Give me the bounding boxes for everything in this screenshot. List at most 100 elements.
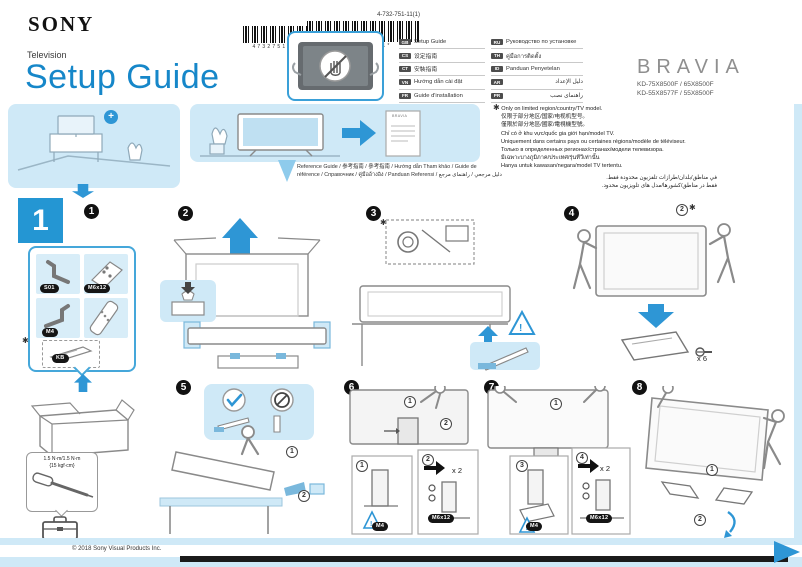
asterisk-icon: ✱ — [380, 218, 387, 227]
quantity-x6: x 6 — [697, 354, 708, 363]
circled-number-2: 2 — [422, 454, 434, 466]
torque-callout: 1.5 N·m/1.5 N·m {15 kgf·cm} — [26, 452, 98, 512]
remote-control-icon — [89, 300, 119, 336]
product-type-label: Television — [27, 50, 67, 60]
lang-label: คู่มือการติดตั้ง — [506, 53, 542, 60]
lang-code: GB — [399, 39, 411, 46]
torque-spec: 1.5 N·m/1.5 N·m {15 kgf·cm} — [27, 456, 97, 469]
part-tag-m4: M4 — [42, 328, 59, 337]
lang-label: Hướng dẫn cài đặt — [414, 79, 463, 86]
panel-tail — [278, 160, 296, 182]
footnote-line: มีเฉพาะบางภูมิภาค/ประเทศ/รุ่นทีวีเท่านั้… — [501, 155, 600, 162]
circled-number-3: 3 — [516, 460, 528, 472]
lang-label: Руководство по установке — [506, 39, 577, 46]
warning-mark: ! — [370, 521, 372, 528]
footnote-line-ar: في مناطق/بلدان/طرازات تلفزيون محدودة فقط… — [606, 174, 717, 181]
lang-code: ID — [491, 65, 503, 72]
step-badge-4: 4 — [564, 206, 579, 221]
lang-code: CT — [399, 65, 411, 72]
accessory-tile-remote — [84, 298, 128, 338]
circled-number-1: 1 — [706, 464, 718, 476]
screwdriver-icon — [32, 472, 94, 498]
accessory-tile-optional — [42, 340, 100, 368]
footer-rule — [180, 556, 788, 562]
lang-code: RU — [491, 39, 503, 46]
region-footnote: ✱ Only on limited region/country/TV mode… — [493, 103, 731, 190]
asterisk-icon: ✱ — [493, 103, 500, 112]
part-tag-m6x12: M6x12 — [586, 514, 613, 523]
circled-number-4: 4 — [576, 452, 588, 464]
lang-label: راهنمای نصب — [550, 92, 583, 99]
footnote-line: Chỉ có ở khu vực/quốc gia giới hạn/model… — [501, 130, 615, 137]
sony-logo: SONY — [28, 12, 95, 36]
footnote-line: Hanya untuk kawasan/negara/model TV tert… — [501, 163, 623, 170]
circled-number-2: 2 — [676, 204, 688, 216]
footnote-text: Only on limited region/country/TV model. — [501, 106, 603, 112]
copyright-text: © 2018 Sony Visual Products Inc. — [72, 546, 162, 552]
stand-leg-icon — [46, 260, 70, 284]
lang-label: Panduan Penyetelan — [506, 65, 560, 72]
step-badge-3: 3 — [366, 206, 381, 221]
accessories-callout — [28, 246, 136, 372]
part-tag-m6x12: M6x12 — [428, 514, 455, 523]
section-number-tile: 1 — [18, 198, 63, 243]
torque-line-1: 1.5 N·m/1.5 N·m — [43, 456, 81, 462]
bracket-part-icon — [49, 346, 93, 362]
caption-line-2: référence / Справочник / คู่มืออ้างอิง /… — [297, 172, 502, 178]
part-tag-m4: M4 — [372, 522, 389, 531]
lang-label: Guide d'installation — [414, 92, 463, 99]
asterisk-icon: ✱ — [22, 336, 29, 345]
footnote-line: Uniquement dans certains pays ou certain… — [501, 138, 686, 145]
no-touch-icon — [292, 42, 379, 90]
model-line-2: KD-55X8577F / 55X8500F — [637, 89, 714, 97]
quantity-x2: x 2 — [600, 464, 611, 473]
quantity-x2: x 2 — [452, 466, 463, 475]
step8-raise-illustration — [645, 386, 785, 538]
circled-number-1: 1 — [550, 398, 562, 410]
footnote-line: ✱ Only on limited region/country/TV mode… — [493, 103, 731, 113]
circled-number-2: 2 — [440, 418, 452, 430]
room-illustration — [17, 115, 171, 171]
step-badge-1: 1 — [84, 204, 99, 219]
asterisk-icon: ✱ — [689, 203, 696, 212]
bravia-logo: BRAVIA — [637, 56, 745, 78]
footnote-line: 僅限於部分地區/國家/電視機型號。 — [501, 122, 589, 129]
no-touch-warning-box — [287, 31, 384, 101]
page-edge-right — [794, 104, 802, 538]
step2-unbox-illustration — [160, 218, 331, 369]
placement-panel: + — [8, 104, 180, 188]
footnote-line-fa: فقط در مناطق/کشورها/مدل های تلویزیون محد… — [601, 182, 717, 189]
step3-stand-illustration: ! — [352, 219, 540, 371]
lang-code: CS — [399, 52, 411, 59]
lang-label: Setup Guide — [414, 39, 447, 46]
model-line-1: KD-75X8500F / 65X8500F — [637, 81, 714, 88]
part-tag-m6x12: M6x12 — [84, 284, 111, 293]
booklet-bravia-label: BRAVIA — [392, 114, 408, 118]
footnote-line: 仅限于部分地区/国家/电视机型号。 — [501, 114, 589, 121]
stand-leg-icon — [44, 304, 70, 328]
tv-and-guide-illustration — [200, 110, 421, 157]
step-badge-8: 8 — [632, 380, 647, 395]
lang-label: 设定指南 — [414, 54, 438, 61]
lang-code: VN — [399, 79, 411, 86]
caption-line-1: Reference Guide / 参考指南 / 參考指南 / Hướng dẫ… — [297, 164, 477, 170]
barcode-left-digits: 4732751113 — [252, 44, 302, 50]
circled-number-1: 1 — [356, 460, 368, 472]
step-badge-2: 2 — [178, 206, 193, 221]
step4-lift-illustration — [572, 223, 736, 361]
page-title: Setup Guide — [25, 58, 220, 96]
part-tag-s01: S01 — [40, 284, 59, 293]
